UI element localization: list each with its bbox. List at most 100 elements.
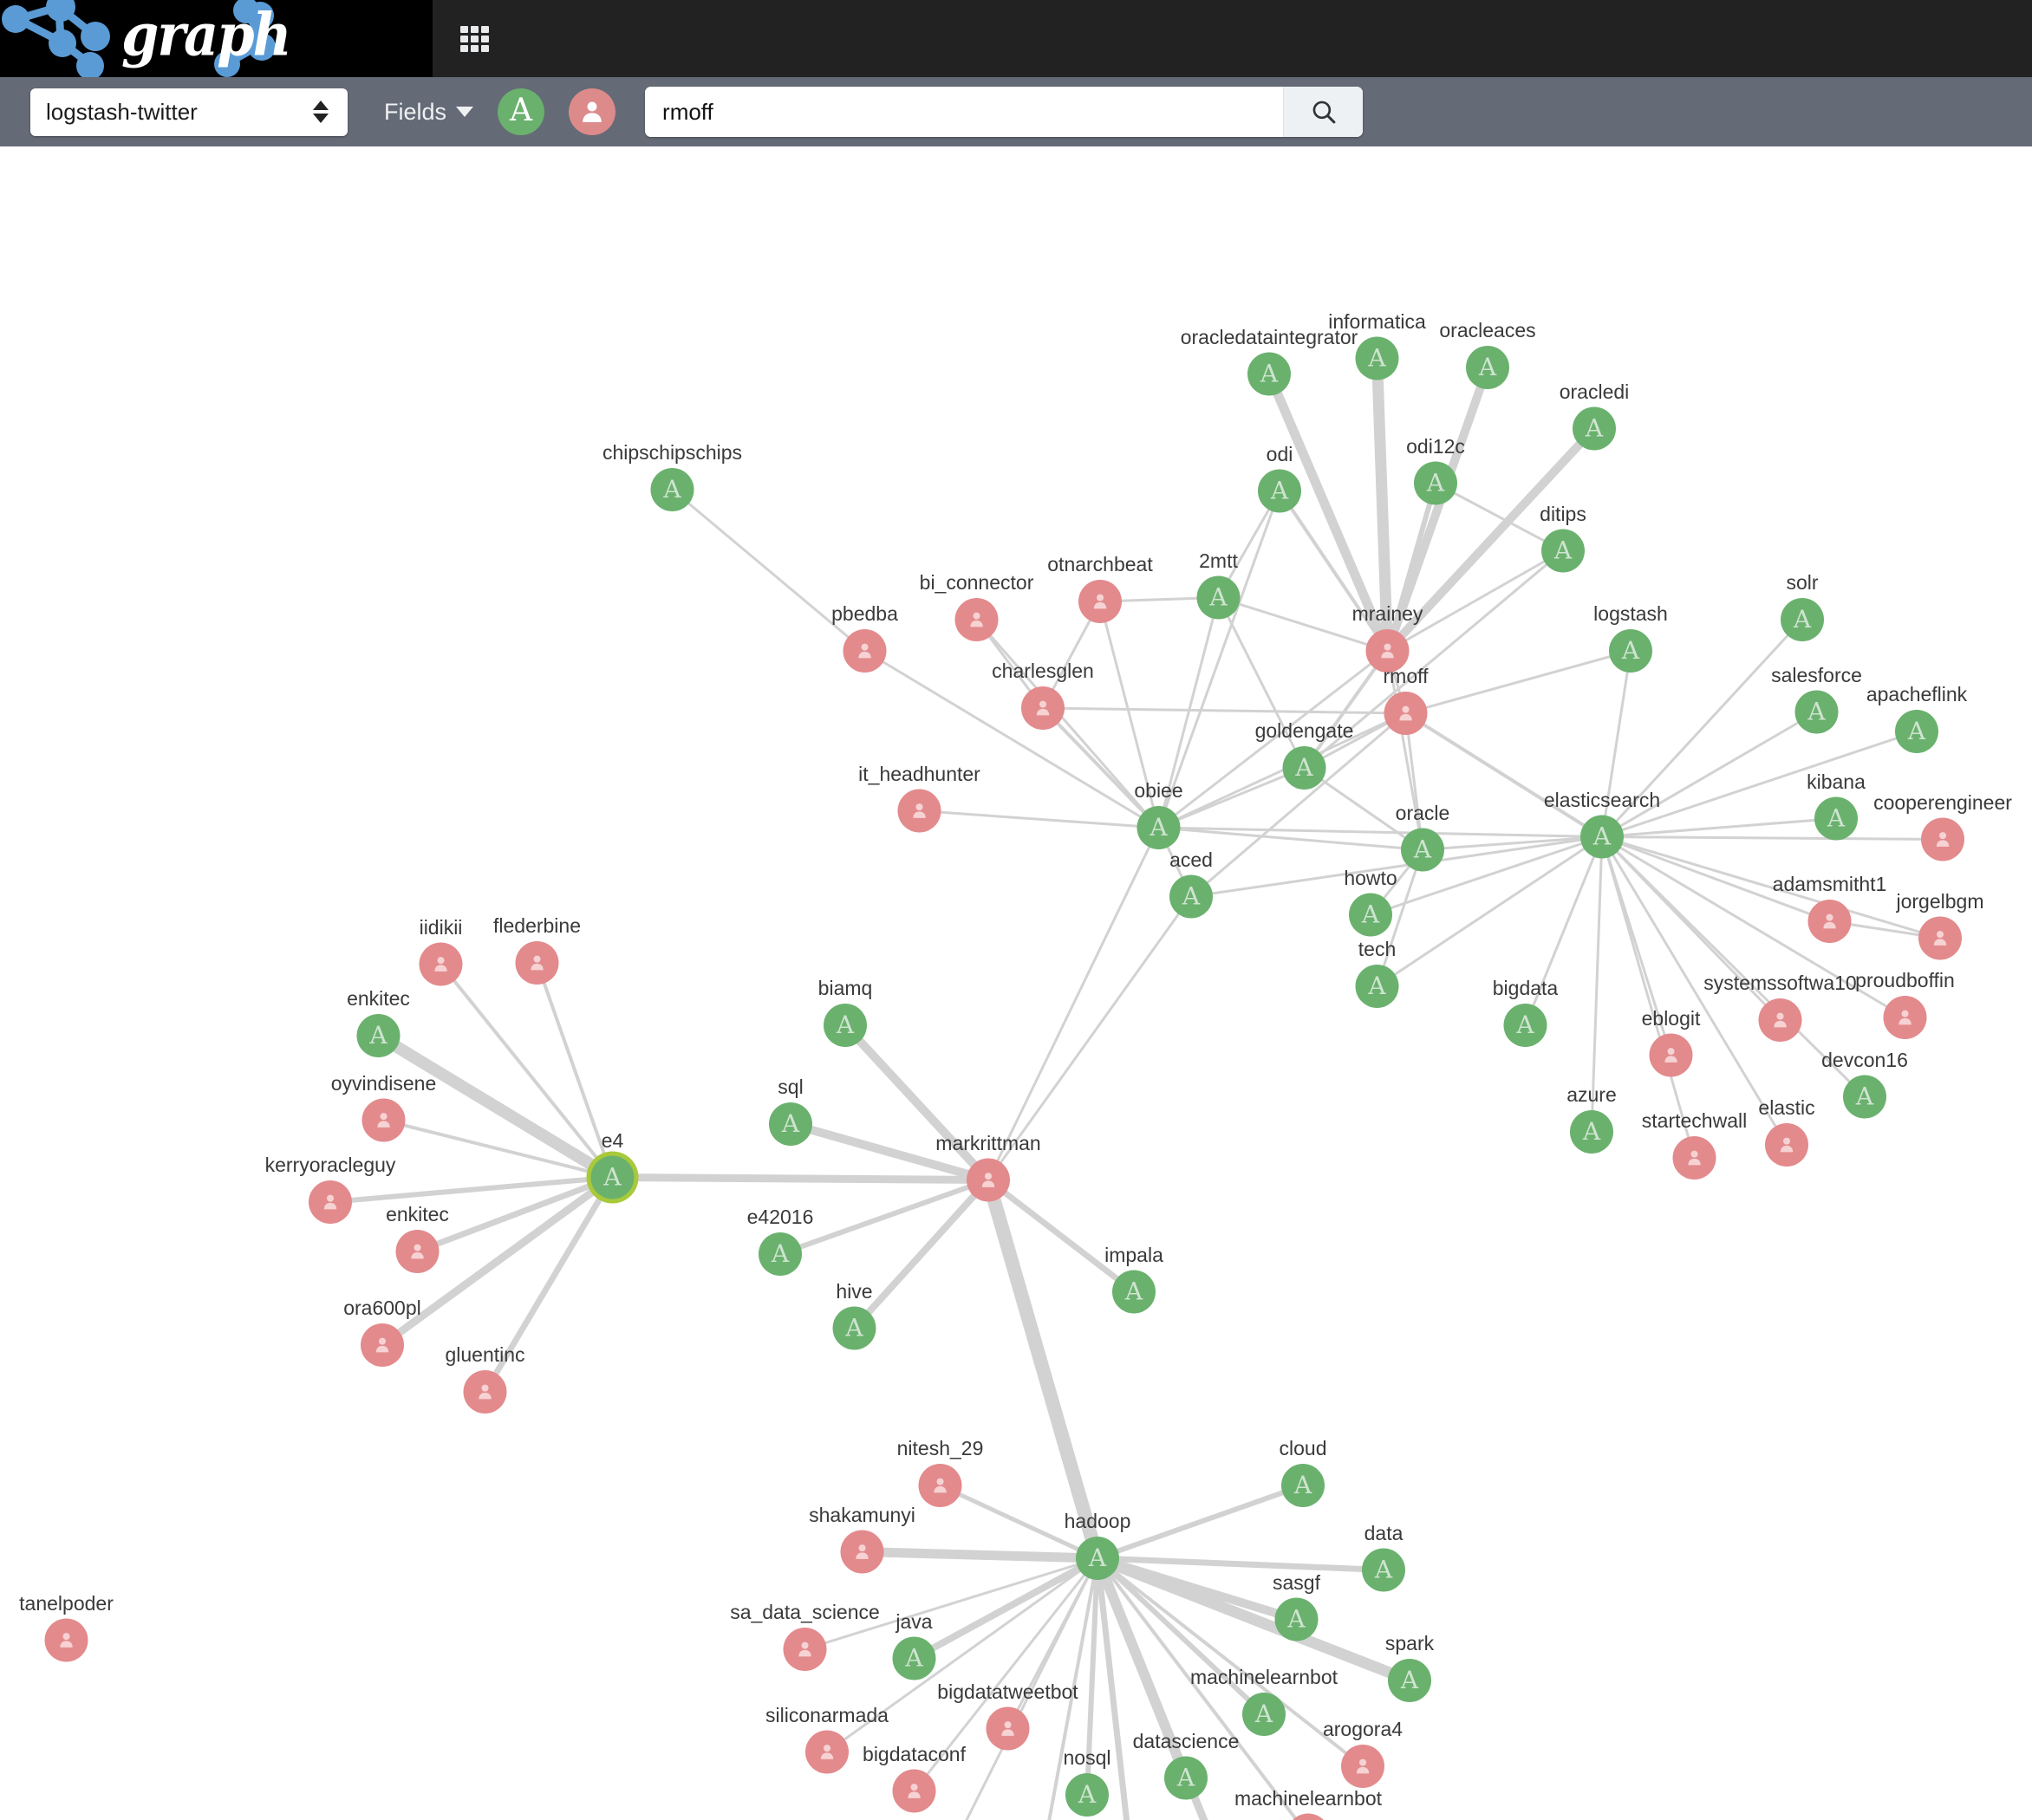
graph-node[interactable] (805, 1730, 849, 1774)
graph-node[interactable] (1807, 900, 1852, 943)
graph-node[interactable] (1341, 1745, 1384, 1788)
term-vertex[interactable] (1388, 1659, 1431, 1702)
graph-node[interactable] (892, 1769, 936, 1813)
user-vertex[interactable] (805, 1730, 849, 1774)
graph-node[interactable]: A (1541, 529, 1585, 573)
graph-node[interactable]: A (1362, 1548, 1405, 1592)
search-input[interactable] (645, 87, 1284, 137)
term-vertex[interactable] (1401, 828, 1444, 872)
user-vertex[interactable] (1021, 686, 1065, 730)
fields-menu-button[interactable]: Fields (384, 99, 474, 126)
graph-node[interactable]: A (1196, 575, 1241, 620)
term-vertex[interactable] (1895, 710, 1938, 753)
user-vertex[interactable] (897, 789, 941, 833)
term-vertex[interactable] (650, 468, 694, 511)
user-vertex[interactable] (1384, 692, 1428, 735)
user-vertex[interactable] (1918, 916, 1962, 960)
user-vertex[interactable] (395, 1230, 440, 1273)
user-vertex[interactable] (783, 1628, 827, 1671)
graph-node[interactable] (986, 1706, 1030, 1751)
graph-node[interactable]: A (1573, 406, 1616, 451)
user-vertex[interactable] (1921, 817, 1964, 861)
graph-node[interactable]: A (1242, 1693, 1286, 1736)
user-vertex[interactable] (1649, 1033, 1693, 1077)
graph-node[interactable] (954, 598, 999, 641)
user-vertex[interactable] (463, 1370, 507, 1414)
term-vertex[interactable] (1282, 746, 1326, 790)
graph-node[interactable]: A (1065, 1773, 1109, 1817)
graph-node[interactable] (1758, 998, 1802, 1042)
term-vertex[interactable] (1781, 598, 1824, 641)
graph-node[interactable]: A (1503, 1004, 1547, 1047)
user-vertex[interactable] (309, 1180, 352, 1224)
graph-node[interactable]: A (1843, 1075, 1886, 1119)
term-vertex[interactable] (832, 1306, 876, 1350)
user-vertex[interactable] (419, 942, 463, 986)
user-vertex[interactable] (967, 1158, 1010, 1202)
term-vertex[interactable] (1503, 1004, 1547, 1047)
graph-node[interactable] (1883, 996, 1927, 1039)
user-vertex[interactable] (1765, 1123, 1808, 1167)
term-vertex[interactable] (1281, 1464, 1325, 1507)
graph-node[interactable] (1384, 692, 1428, 735)
graph-node[interactable] (1765, 1123, 1808, 1167)
term-vertex[interactable] (1258, 469, 1301, 513)
term-vertex[interactable] (590, 1155, 635, 1199)
term-vertex-legend-chip[interactable]: A (498, 88, 545, 135)
term-vertex[interactable] (1065, 1773, 1109, 1817)
term-vertex[interactable] (1274, 1597, 1319, 1641)
user-vertex[interactable] (843, 629, 887, 673)
user-vertex[interactable] (986, 1706, 1030, 1751)
graph-node[interactable]: A (1580, 815, 1624, 859)
graph-node[interactable] (783, 1628, 827, 1671)
user-vertex[interactable] (840, 1530, 884, 1574)
graph-node[interactable] (361, 1098, 406, 1142)
graph-node[interactable] (1918, 916, 1962, 960)
graph-node[interactable] (1078, 580, 1122, 623)
graph-node[interactable]: A (1401, 828, 1444, 872)
user-vertex[interactable] (892, 1769, 936, 1813)
graph-node[interactable]: A (824, 1004, 867, 1047)
graph-node[interactable]: A (1781, 598, 1824, 641)
graph-node[interactable]: A (1794, 690, 1839, 734)
graph-node[interactable] (309, 1180, 352, 1224)
graph-node[interactable]: A (1349, 893, 1392, 937)
term-vertex[interactable] (1136, 806, 1181, 849)
graph-node[interactable]: A (769, 1102, 812, 1146)
term-vertex[interactable] (1466, 346, 1509, 389)
graph-node[interactable]: A (1388, 1659, 1431, 1702)
graph-node[interactable] (1672, 1136, 1716, 1180)
graph-node[interactable]: A (1609, 629, 1652, 673)
graph-node[interactable]: A (1076, 1537, 1119, 1580)
graph-node[interactable] (918, 1464, 962, 1507)
term-vertex[interactable] (1609, 629, 1652, 673)
user-vertex[interactable] (918, 1464, 962, 1507)
user-vertex[interactable] (1078, 580, 1122, 623)
term-vertex[interactable] (1164, 1756, 1208, 1800)
graph-node[interactable]: A (1282, 746, 1326, 790)
graph-node[interactable]: A (1169, 874, 1213, 919)
user-vertex[interactable] (1286, 1813, 1330, 1820)
graph-node[interactable] (1649, 1033, 1693, 1077)
term-vertex[interactable] (1580, 815, 1624, 859)
term-vertex[interactable] (1843, 1075, 1886, 1119)
index-pattern-select[interactable]: logstash-twitter (30, 88, 348, 136)
graph-node[interactable] (395, 1230, 440, 1273)
user-vertex-legend-chip[interactable] (569, 88, 616, 135)
graph-node[interactable]: A (1164, 1756, 1208, 1800)
user-vertex[interactable] (361, 1098, 406, 1142)
graph-node[interactable]: A (650, 468, 694, 511)
term-vertex[interactable] (1247, 352, 1291, 396)
graph-node[interactable] (44, 1618, 88, 1662)
user-vertex[interactable] (1672, 1136, 1716, 1180)
term-vertex[interactable] (1570, 1110, 1613, 1154)
graph-node[interactable]: A (1466, 346, 1509, 389)
graph-node[interactable]: A (892, 1636, 936, 1680)
term-vertex[interactable] (1573, 406, 1616, 451)
graph-node[interactable]: A (1112, 1270, 1156, 1314)
graph-node[interactable]: A (1136, 806, 1181, 849)
graph-node[interactable] (1365, 629, 1410, 673)
term-vertex[interactable] (892, 1636, 936, 1680)
graph-node[interactable]: A (1570, 1110, 1613, 1154)
